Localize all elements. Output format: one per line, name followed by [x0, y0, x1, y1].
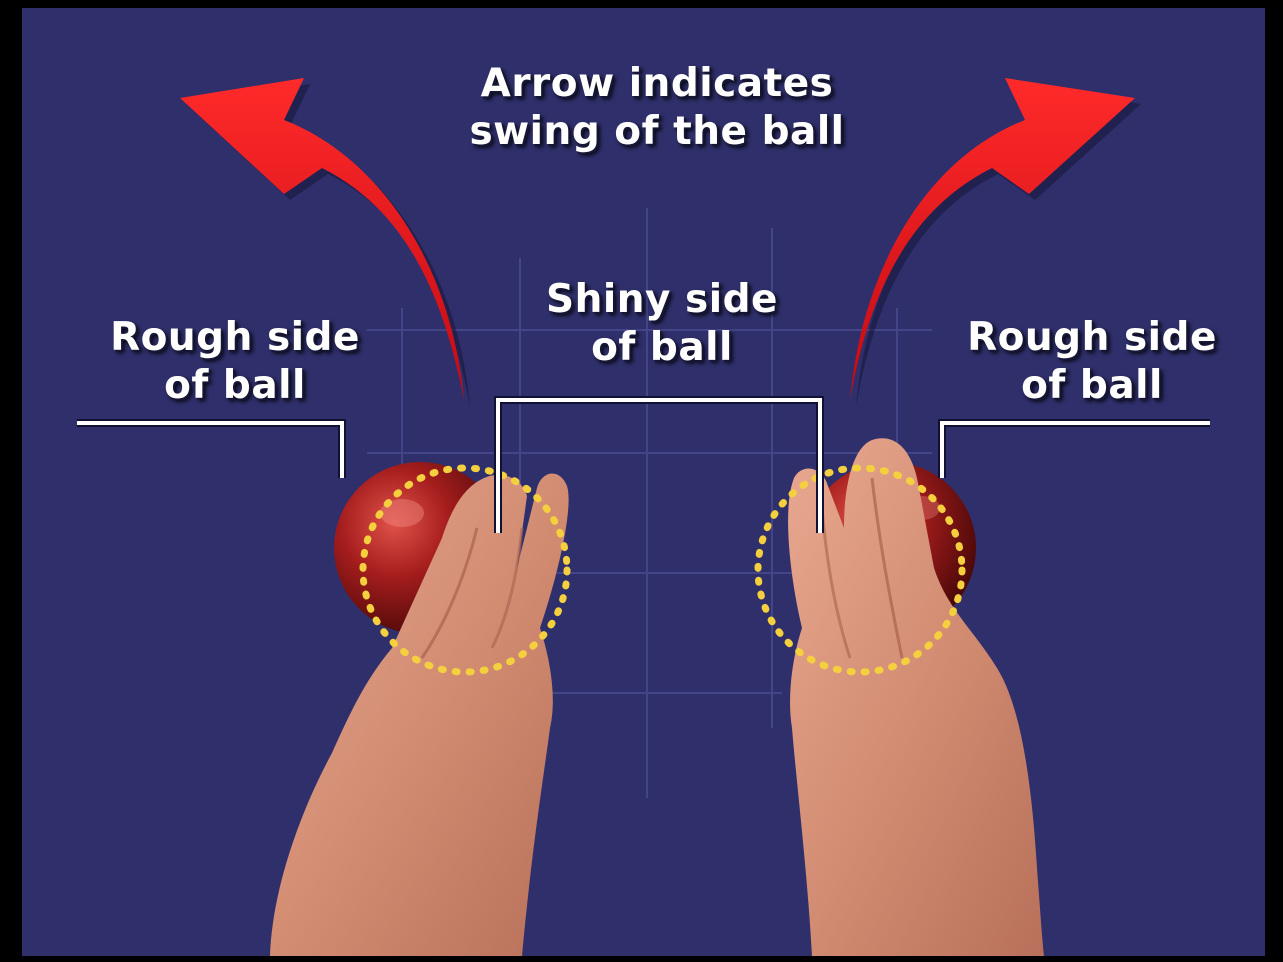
- right-hand-grip: [758, 438, 1044, 956]
- rough-side-left-label: Rough side of ball: [70, 314, 400, 410]
- diagram-panel: Arrow indicates swing of the ball Shiny …: [22, 8, 1265, 956]
- callout-lines: [77, 400, 1210, 533]
- rough-right-callout: [942, 423, 1210, 478]
- rough-side-right-label: Rough side of ball: [927, 314, 1257, 410]
- arrow-caption: Arrow indicates swing of the ball: [422, 60, 892, 156]
- shiny-side-label: Shiny side of ball: [512, 276, 812, 372]
- rough-left-callout: [77, 423, 342, 478]
- right-hand: [788, 438, 1044, 956]
- left-hand-grip: [270, 462, 569, 956]
